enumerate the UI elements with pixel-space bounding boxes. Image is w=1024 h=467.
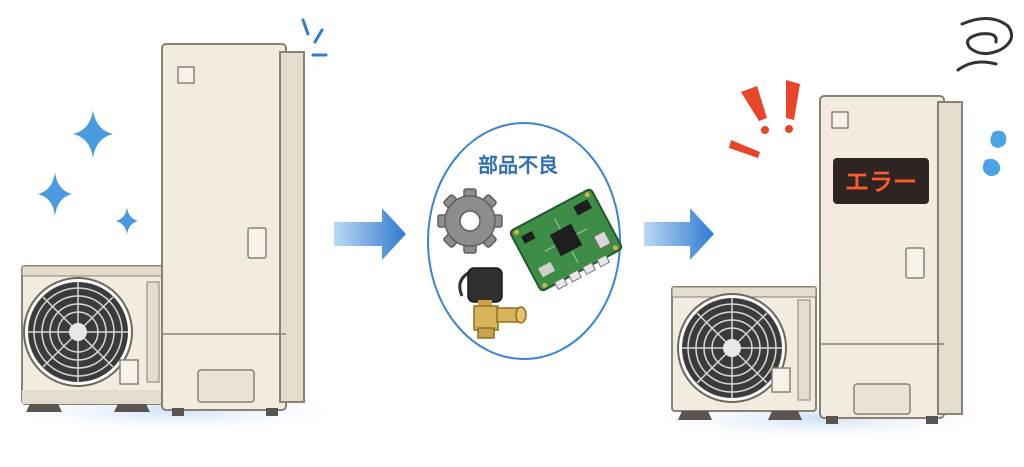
fan-grill-icon <box>23 277 133 387</box>
broken-heat-pump-unit: エラー <box>650 17 1014 440</box>
sweat-drop-icon <box>982 130 1007 176</box>
error-display <box>833 158 929 204</box>
hot-water-tank: エラー <box>819 95 963 424</box>
defective-parts-circle: 部品不良 <box>427 122 623 360</box>
solenoid-valve-icon <box>458 267 527 339</box>
arrow-right-icon <box>334 208 406 260</box>
error-text: エラー <box>845 168 917 196</box>
parts-title: 部品不良 <box>478 153 558 177</box>
fan-grill-icon <box>677 293 787 403</box>
arrow-right-icon <box>644 208 714 260</box>
gear-icon <box>437 188 503 254</box>
outdoor-unit <box>671 286 817 420</box>
circuit-board-icon <box>509 188 623 292</box>
outdoor-unit <box>21 265 165 412</box>
healthy-heat-pump-unit <box>5 18 345 432</box>
shine-lines-icon <box>301 18 328 57</box>
exclamation-icon <box>729 80 800 158</box>
dizzy-swirl-icon <box>956 17 1014 72</box>
sparkle-icon <box>38 110 138 235</box>
hot-water-tank <box>161 43 305 416</box>
